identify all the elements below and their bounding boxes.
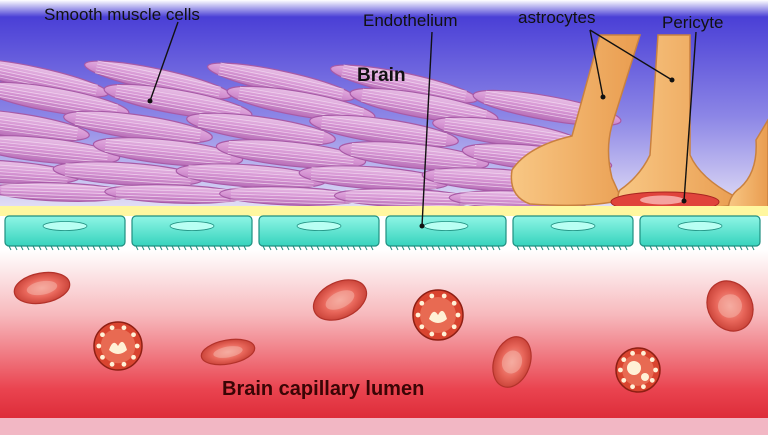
red-blood-cell-icon (200, 338, 256, 366)
leader-pericyte (683, 31, 697, 202)
smooth-muscle-cell-icon (92, 137, 244, 167)
lumen-floor (0, 418, 768, 435)
leader-smooth-muscle (149, 21, 179, 102)
smooth-muscle-cell-icon (186, 112, 336, 146)
leader-dot (147, 98, 153, 104)
red-blood-cell-icon (312, 279, 368, 321)
leader-dot (600, 94, 606, 100)
leader-astrocyte-1 (589, 29, 604, 98)
basement-membrane (0, 206, 768, 216)
white-blood-cell-icon (93, 321, 143, 371)
smooth-muscle-cell-icon (333, 188, 475, 208)
smooth-muscle-cell-icon (0, 135, 121, 165)
label-brain: Brain (357, 65, 406, 86)
label-astrocytes: astrocytes (518, 8, 596, 27)
endothelial-cell-icon (639, 215, 761, 251)
smooth-muscle-cell-icon (0, 182, 131, 202)
smooth-muscle-cell-icon (0, 81, 130, 119)
smooth-muscle-cell-icon (103, 83, 253, 121)
leader-endothelium (421, 31, 433, 227)
label-pericyte: Pericyte (662, 13, 724, 32)
smooth-muscle-cell-icon (175, 163, 327, 189)
label-brain-capillary-lumen: Brain capillary lumen (222, 378, 425, 400)
leader-astrocyte-2 (589, 29, 673, 81)
smooth-muscle-cell-icon (349, 87, 499, 125)
leader-lines (147, 21, 697, 229)
label-endothelium: Endothelium (363, 11, 458, 30)
endothelium-layer (4, 215, 761, 251)
label-smooth-muscle-cells: Smooth muscle cells (44, 5, 200, 24)
smooth-muscle-cell-icon (309, 114, 459, 148)
leader-dot (419, 223, 425, 229)
endothelial-cell-icon (385, 215, 507, 251)
smooth-muscle-cell-icon (52, 161, 204, 187)
smooth-muscle-cell-icon (298, 165, 450, 191)
astrocyte-foot-icon (510, 34, 642, 207)
leader-dot (681, 198, 687, 204)
endothelial-cell-icon (131, 215, 253, 251)
leader-dot (669, 77, 675, 83)
red-blood-cell-icon (492, 336, 532, 388)
red-blood-cell-icon (706, 280, 754, 332)
white-blood-cell-icon (412, 289, 464, 341)
red-blood-cell-icon (13, 271, 71, 305)
smooth-muscle-cell-icon (215, 139, 367, 169)
endothelial-cell-icon (258, 215, 380, 251)
endothelial-cell-icon (4, 215, 126, 251)
blood-cells (13, 271, 754, 393)
pericyte-nucleus-icon (640, 195, 684, 205)
endothelial-cell-icon (512, 215, 634, 251)
white-blood-cell-icon (615, 347, 661, 393)
